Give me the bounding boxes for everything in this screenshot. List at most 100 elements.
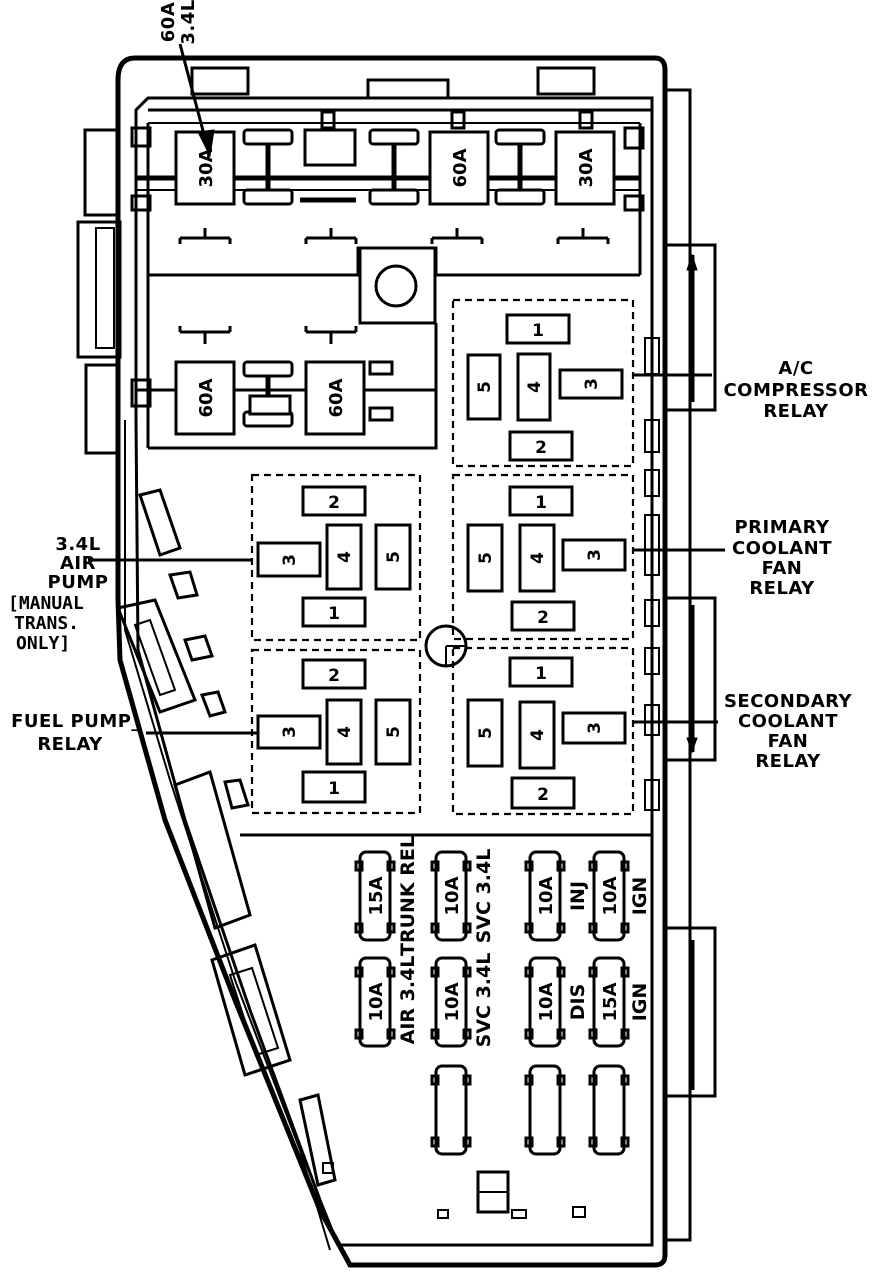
relay-pin-label: 5	[476, 552, 496, 564]
relay-pin-label: 3	[585, 722, 605, 734]
fuse-ign-upper: 10A IGN	[588, 850, 651, 942]
relay-secondary-coolant-fan: 1 5 4 3 2	[451, 646, 635, 816]
relay-pin-label: 2	[537, 785, 549, 805]
callout-text: [MANUAL	[8, 593, 84, 614]
relay-pin-label: 1	[328, 604, 340, 624]
relay-pin-label: 2	[328, 666, 340, 686]
fuse-circuit: IGN	[629, 877, 651, 916]
maxi-fuse-rating: 60A	[450, 148, 471, 187]
callout-text: COOLANT	[732, 538, 832, 559]
maxi-fuse-rating: 60A	[326, 378, 347, 417]
callout-primary-coolant-fan-relay: PRIMARY COOLANT FAN RELAY	[633, 517, 832, 599]
fuse-circuit: IGN	[629, 983, 651, 1022]
maxi-fuse-rating: 30A	[576, 148, 597, 187]
callout-fuel-pump-relay: FUEL PUMP_ RELAY	[11, 711, 258, 755]
callout-text: 3.4L	[55, 534, 100, 555]
fuse-trunk-rel: 15A TRUNK REL	[354, 836, 419, 956]
fuse-air-3-4l: 10A AIR 3.4L	[354, 956, 419, 1048]
fuse-rating: 10A	[366, 982, 387, 1021]
fuse-rating: 10A	[442, 876, 463, 915]
fuse-svc-3-4l-lower: 10A SVC 3.4L	[430, 953, 495, 1048]
relay-pin-label: 5	[384, 726, 404, 738]
fuse-dis: 10A DIS	[524, 956, 589, 1048]
callout-text: SECONDARY	[724, 691, 853, 712]
fuse-rating: 15A	[600, 982, 621, 1021]
right-terminal-strip	[644, 337, 660, 811]
fuse-rating: 10A	[536, 876, 557, 915]
relay-air-pump: 2 3 4 5 1	[250, 473, 422, 642]
fuse-circuit: DIS	[567, 984, 589, 1021]
fuse-circuit: SVC 3.4L	[473, 849, 495, 944]
callout-text: A/C	[778, 358, 813, 379]
relay-pin-label: 2	[328, 493, 340, 513]
callout-text: RELAY	[37, 734, 103, 755]
callout-arrowhead	[197, 129, 215, 158]
callout-text: RELAY	[763, 401, 829, 422]
callout-text: COOLANT	[738, 711, 838, 732]
relay-pin-label: 2	[537, 608, 549, 628]
maxi-fuse-bottom-right: 60A	[304, 360, 366, 436]
callout-text: TRANS.	[14, 613, 79, 634]
callout-text: ONLY]	[16, 633, 70, 654]
fuse-rating: 15A	[366, 876, 387, 915]
relay-pin-label: 4	[528, 552, 548, 564]
relay-pin-label: 1	[532, 321, 544, 341]
callout-text: PUMP	[48, 572, 109, 593]
relay-pin-label: 1	[535, 664, 547, 684]
relay-pin-label: 3	[280, 554, 300, 566]
relay-pin-label: 4	[335, 551, 355, 563]
maxi-fuse-rating: 30A	[196, 148, 217, 187]
top-fuse-callout: 60A 3.4L	[158, 0, 215, 158]
relay-pin-label: 3	[582, 378, 602, 390]
maxi-fuse-rating: 60A	[196, 378, 217, 417]
top-fuse-engine: 3.4L	[178, 0, 199, 45]
relay-pin-label: 3	[280, 726, 300, 738]
relay-pin-label: 1	[535, 493, 547, 513]
maxi-fuse-bay: 30A 60A 30A 60A 60A	[130, 108, 652, 450]
relay-pin-label: 5	[384, 551, 404, 563]
empty-fuse-slot	[588, 1064, 630, 1156]
fuse-rating: 10A	[442, 982, 463, 1021]
relay-pin-label: 4	[528, 729, 548, 741]
fuse-svc-3-4l-upper: 10A SVC 3.4L	[430, 849, 495, 944]
fuse-circuit: SVC 3.4L	[473, 953, 495, 1048]
callout-ac-compressor-relay: A/C COMPRESSOR RELAY	[633, 358, 868, 422]
relay-pin-label: 1	[328, 779, 340, 799]
relay-pin-label: 4	[335, 726, 355, 738]
fuse-circuit: AIR 3.4L	[397, 956, 419, 1045]
maxi-fuse-bottom-left: 60A	[174, 360, 236, 436]
relay-fuel-pump: 2 3 4 5 1	[250, 648, 422, 815]
fuse-circuit: INJ	[567, 881, 589, 911]
callout-text: COMPRESSOR	[723, 380, 868, 401]
callout-text: FUEL PUMP_	[11, 711, 141, 732]
callout-text: FAN	[768, 731, 809, 752]
right-clamp-top	[663, 243, 717, 412]
callout-text: RELAY	[749, 578, 815, 599]
relay-pin-label: 4	[525, 381, 545, 393]
callout-text: FAN	[762, 558, 803, 579]
callout-text: AIR	[60, 553, 96, 574]
right-clamp-middle	[663, 596, 717, 762]
maxi-fuse-top-middle: 60A	[428, 130, 490, 206]
fuse-box-housing	[76, 55, 717, 1268]
callout-text: RELAY	[755, 751, 821, 772]
relay-pin-label: 5	[476, 727, 496, 739]
fuse-inj: 10A INJ	[524, 850, 589, 942]
fuse-rating: 10A	[600, 876, 621, 915]
empty-fuse-slot	[524, 1064, 566, 1156]
fuse-ign-lower: 15A IGN	[588, 956, 651, 1048]
relay-pin-label: 2	[535, 438, 547, 458]
bottom-connector	[322, 1162, 586, 1219]
left-edge-features	[115, 488, 337, 1187]
relay-primary-coolant-fan: 1 5 4 3 2	[451, 473, 635, 641]
relay-pin-label: 5	[475, 381, 495, 393]
fuse-rating: 10A	[536, 982, 557, 1021]
fuse-circuit: TRUNK REL	[397, 836, 419, 956]
relay-pin-label: 3	[585, 549, 605, 561]
maxi-fuse-top-right: 30A	[554, 130, 616, 206]
relay-ac-compressor: 1 5 4 3 2	[451, 298, 635, 468]
callout-air-pump-relay: 3.4L AIR PUMP [MANUAL TRANS. ONLY]	[8, 534, 252, 654]
empty-fuse-slot	[430, 1064, 472, 1156]
right-clamp-bottom	[663, 926, 717, 1098]
